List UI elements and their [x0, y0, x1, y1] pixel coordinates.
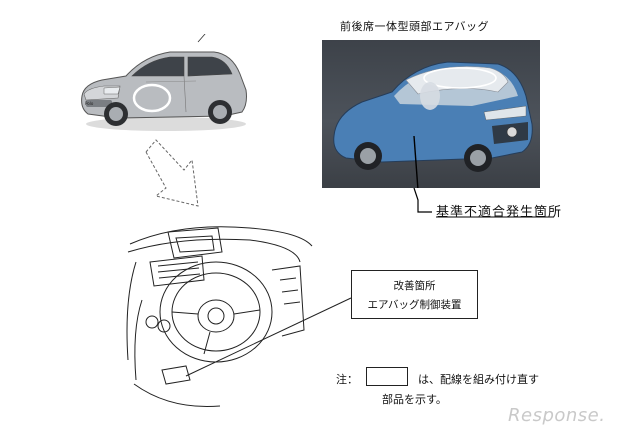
car-plate-text: Polo: [85, 101, 94, 106]
airbag-control-unit-label: エアバッグ制御装置: [367, 299, 462, 311]
defect-location-label: 基準不適合発生箇所: [436, 205, 563, 220]
response-watermark: Response.: [508, 405, 606, 426]
silver-car-illustration: [74, 34, 254, 134]
note-label: 注：: [336, 373, 358, 386]
improvement-location-box: 改善箇所 エアバッグ制御装置: [351, 270, 478, 319]
improvement-title: 改善箇所: [393, 280, 436, 292]
airbag-caption: 前後席一体型頭部エアバッグ: [340, 20, 490, 33]
note-text-line2: 部品を示す。: [382, 393, 447, 406]
curtain-airbag-photo: [322, 40, 540, 188]
note-legend-box: [366, 367, 408, 386]
note-text-line1: は、配線を組み付け直す: [418, 373, 539, 386]
